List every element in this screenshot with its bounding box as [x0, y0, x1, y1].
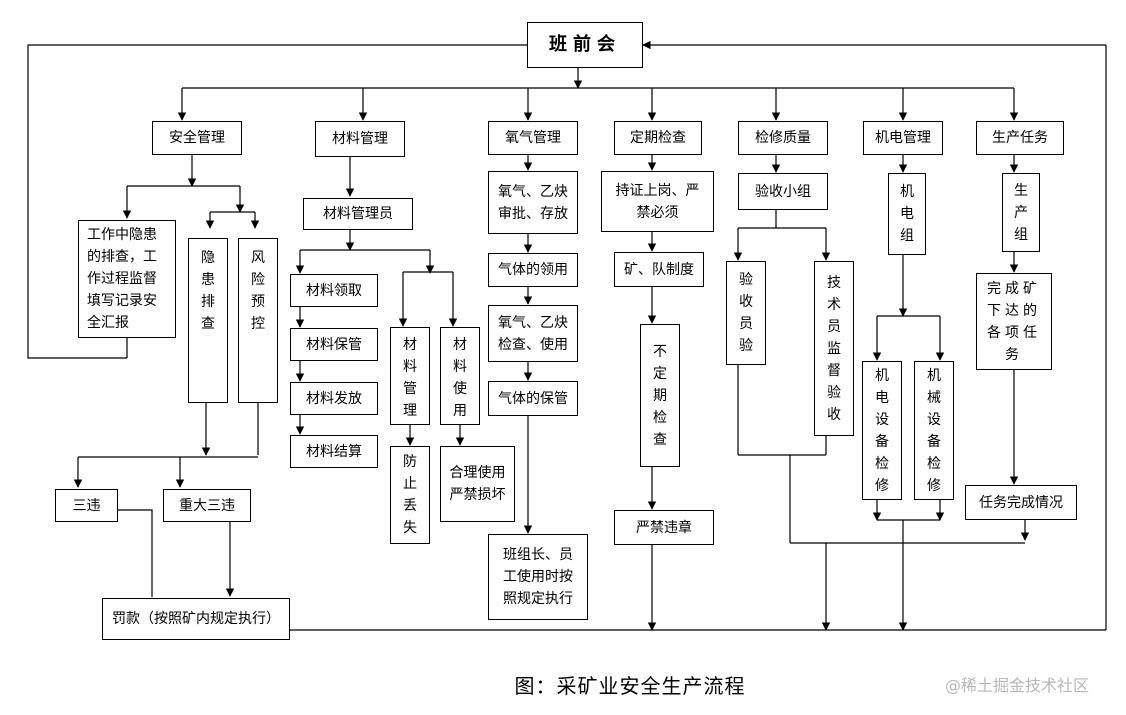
- category-production: 生产任务: [976, 121, 1064, 155]
- elec-check-node: 机电设备检修: [862, 361, 902, 500]
- electromech-group-node: 机电组: [888, 173, 926, 255]
- material-use-node: 材料使用: [440, 327, 480, 425]
- material-settle-node: 材料结算: [290, 435, 378, 468]
- tasks-node: 完成矿下达的各项任务: [976, 273, 1052, 370]
- category-oxygen: 氧气管理: [488, 121, 578, 155]
- material-mgmt-node: 材料管理: [390, 327, 430, 425]
- risk-control-node: 风险预控: [238, 238, 278, 403]
- diagram-caption: 图：采矿业安全生产流程: [514, 674, 746, 698]
- hazard-report-node: 工作中隐患的排查，工作过程监督填写记录安全汇报: [78, 220, 176, 338]
- category-quality: 检修质量: [738, 121, 828, 155]
- three-violations-node: 三违: [55, 489, 118, 522]
- material-issue-node: 材料发放: [290, 382, 378, 415]
- material-manager-node: 材料管理员: [303, 198, 413, 230]
- oxygen-inspect-node: 氧气、乙炔检查、使用: [488, 305, 578, 362]
- irregular-check-node: 不定期检查: [640, 324, 680, 467]
- supervisor-node: 技术员监督验收: [814, 261, 854, 436]
- production-group-node: 生产组: [1002, 173, 1040, 252]
- oxygen-approve-node: 氧气、乙炔审批、存放: [488, 171, 578, 234]
- inspector-node: 验收员验: [726, 261, 766, 365]
- category-safety: 安全管理: [152, 121, 242, 155]
- category-material: 材料管理: [315, 121, 405, 157]
- material-storage-node: 材料保管: [290, 328, 378, 361]
- acceptance-group-node: 验收小组: [738, 173, 828, 210]
- mine-system-node: 矿、队制度: [614, 252, 704, 287]
- usage-rule-node: 班组长、员工使用时按照规定执行: [488, 534, 588, 620]
- category-periodic: 定期检查: [614, 121, 702, 155]
- certified-node: 持证上岗、严禁必须: [601, 171, 714, 232]
- category-electromech: 机电管理: [863, 121, 943, 155]
- prevent-loss-node: 防止丢失: [390, 446, 430, 544]
- task-status-node: 任务完成情况: [965, 485, 1077, 520]
- proper-use-node: 合理使用严禁损坏: [440, 446, 515, 522]
- root-node: 班前会: [527, 22, 643, 68]
- mech-check-node: 机械设备检修: [914, 361, 954, 500]
- gas-use-node: 气体的领用: [488, 253, 578, 287]
- gas-store-node: 气体的保管: [488, 381, 578, 416]
- fine-node: 罚款（按照矿内规定执行）: [102, 598, 290, 640]
- watermark: @稀土掘金技术社区: [945, 676, 1090, 695]
- major-three-violations-node: 重大三违: [163, 489, 251, 522]
- hazard-check-node: 隐患排查: [188, 238, 228, 403]
- no-violation-node: 严禁违章: [614, 510, 714, 545]
- material-receive-node: 材料领取: [290, 274, 378, 307]
